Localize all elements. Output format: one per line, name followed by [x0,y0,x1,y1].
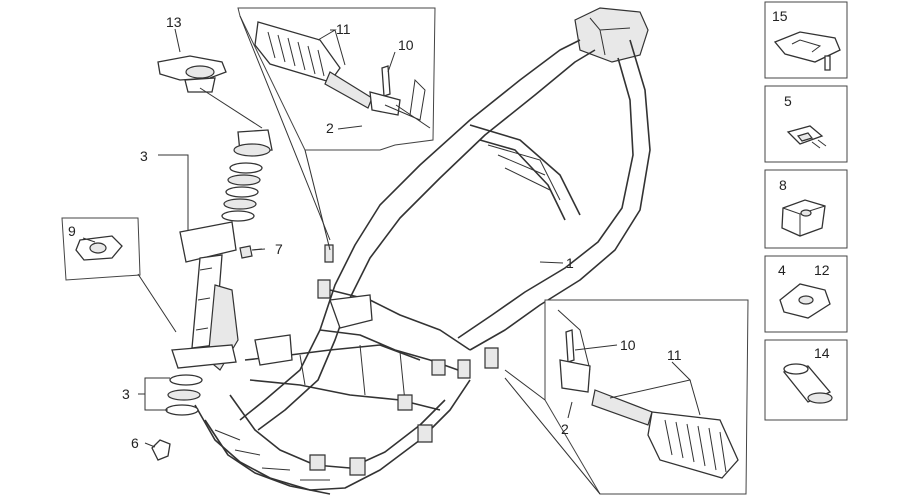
leader-lines [82,15,701,495]
callout-2-bottom: 2 [561,421,569,437]
part-3-upper-bearing-stack [221,129,273,222]
side-panel-4-label: 4 [778,262,786,278]
side-panel-15: 15 [764,1,848,79]
bottom-inset-footrest [544,299,749,495]
part-9-clamp [61,217,141,281]
side-panel-12-label: 12 [814,262,830,278]
side-panel-4-12: 4 12 [764,255,848,333]
callout-2-top: 2 [326,120,334,136]
part-3-lower-bearing-rings [165,374,203,416]
callout-3-lower: 3 [122,386,130,402]
side-panel-14: 14 [764,339,848,421]
side-panel-14-label: 14 [814,345,830,361]
callout-6: 6 [131,435,139,451]
steering-head-tube [171,221,239,371]
callout-10-bottom: 10 [620,337,636,353]
side-panel-15-label: 15 [772,8,788,24]
callout-9: 9 [68,223,76,239]
callout-11-top: 11 [336,21,351,37]
top-inset-footrest [237,7,436,151]
part-13-steering-cap [157,55,227,93]
side-panel-5: 5 [764,85,848,163]
part-6-clip [151,439,171,461]
side-panel-8-label: 8 [779,177,787,193]
callout-7: 7 [275,241,283,257]
part-7-bolt [239,245,263,259]
callout-13: 13 [166,14,182,30]
side-panel-8: 8 [764,169,848,249]
callout-10-top: 10 [398,37,414,53]
callout-1: 1 [566,255,574,271]
callout-labels: 13 11 10 2 3 9 7 1 3 6 10 11 2 [68,14,682,451]
main-frame [194,7,651,495]
callout-3-upper: 3 [140,148,148,164]
side-panel-5-label: 5 [784,93,792,109]
callout-11-bottom: 11 [667,347,682,363]
